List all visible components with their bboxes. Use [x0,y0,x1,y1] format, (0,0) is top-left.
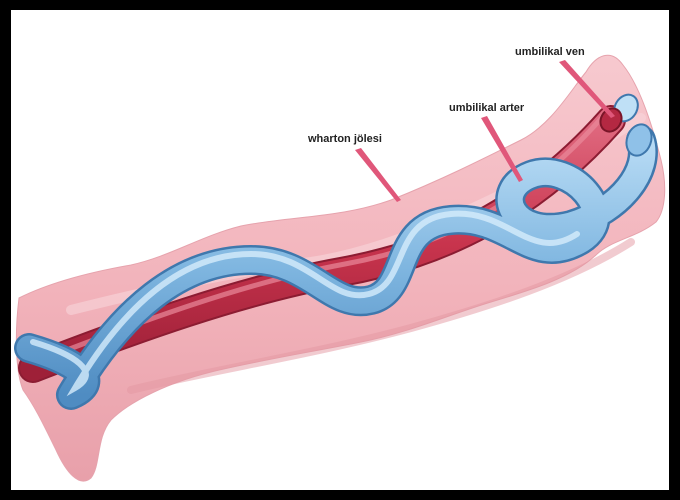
label-wharton-jolesi: wharton jölesi [307,133,382,145]
pointer-wharton-jolesi [355,148,401,202]
label-umbilikal-ven: umbilikal ven [515,46,585,58]
label-umbilikal-arter: umbilikal arter [449,102,525,114]
umbilical-cord-diagram: umbilikal ven umbilikal arter wharton jö… [11,10,669,490]
diagram-frame: umbilikal ven umbilikal arter wharton jö… [11,10,669,490]
